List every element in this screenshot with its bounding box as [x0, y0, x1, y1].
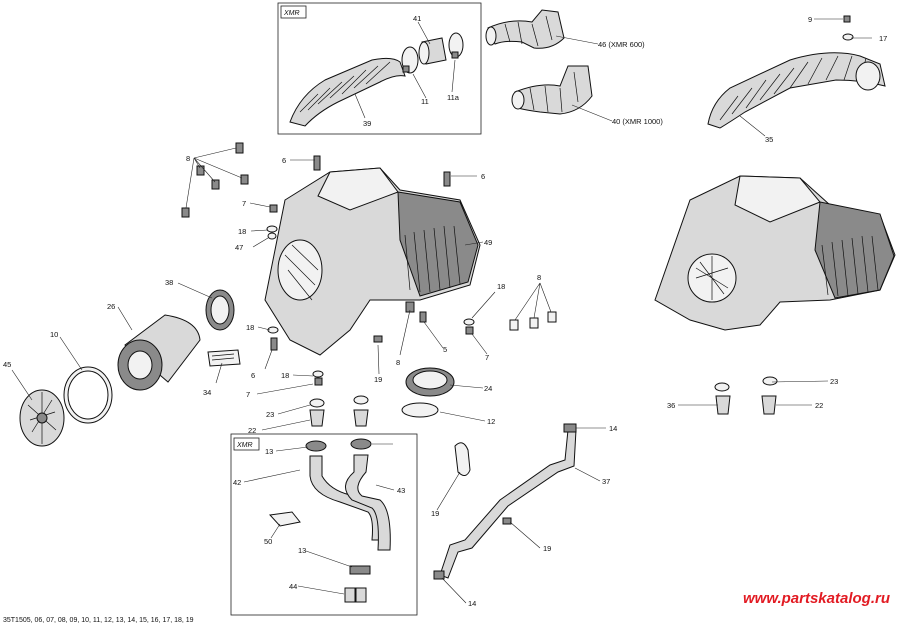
- xmr-tag-top: XMR: [283, 10, 300, 17]
- callout-40: 40 (XMR 1000): [612, 117, 663, 126]
- drain-hoses: [268, 438, 391, 551]
- cap-22-right: [715, 395, 777, 415]
- callout-42: 42: [233, 478, 241, 487]
- callout-18a: 18: [238, 227, 246, 236]
- callout-43: 43: [397, 486, 405, 495]
- bolt-9: [843, 15, 851, 23]
- callout-46: 46 (XMR 600): [598, 40, 645, 49]
- boot-24: [405, 367, 455, 397]
- drawing-reference: 35T1505, 06, 07, 08, 09, 10, 11, 12, 13,…: [3, 617, 194, 624]
- callout-47: 47: [235, 243, 243, 252]
- clamp-11: [401, 46, 419, 74]
- callout-34: 34: [203, 388, 211, 397]
- callout-9: 9: [808, 15, 812, 24]
- callout-36: 36: [667, 401, 675, 410]
- xmr-intake-box: [277, 2, 482, 135]
- filter-26: [117, 314, 201, 391]
- clamp-23-left: [309, 395, 369, 408]
- callout-35: 35: [765, 135, 773, 144]
- xmr-tag-bottom: XMR: [236, 442, 253, 449]
- callout-39: 39: [363, 119, 371, 128]
- callout-13a: 13: [265, 447, 273, 456]
- callout-49: 49: [484, 238, 492, 247]
- callout-45: 45: [3, 360, 11, 369]
- callout-37: 37: [602, 477, 610, 486]
- leader-lines: [11, 18, 872, 604]
- callout-10: 10: [50, 330, 58, 339]
- cap-22-left: [309, 409, 369, 427]
- callout-24: 24: [484, 384, 492, 393]
- clamp-12: [401, 402, 439, 418]
- callout-23b: 23: [830, 377, 838, 386]
- callout-19b: 19: [431, 509, 439, 518]
- xmr-tag-frame-top: [280, 5, 307, 19]
- callout-14a: 14: [609, 424, 617, 433]
- callout-14b: 14: [468, 599, 476, 608]
- callout-19c: 19: [543, 544, 551, 553]
- callout-18d: 18: [497, 282, 505, 291]
- callout-18c: 18: [281, 371, 289, 380]
- callout-11: 11: [421, 97, 429, 106]
- clamp-23-right: [714, 376, 778, 392]
- callout-labels: 41 46 (XMR 600) 39 11 11a 40 (XMR 1000) …: [3, 14, 887, 608]
- fasteners-center: [181, 142, 557, 386]
- xmr-tag-frame-bottom: [233, 437, 260, 451]
- callout-22b: 22: [815, 401, 823, 410]
- oring-10: [63, 366, 113, 424]
- washer-17: [842, 33, 854, 41]
- watermark: www.partskatalog.ru: [743, 590, 890, 607]
- airbox-right: [654, 175, 896, 331]
- intake-hose-35: [707, 52, 886, 129]
- hose-40: [511, 65, 593, 115]
- callout-8a: 8: [186, 154, 190, 163]
- callout-17: 17: [879, 34, 887, 43]
- callout-7c: 7: [485, 353, 489, 362]
- callout-44: 44: [289, 582, 297, 591]
- callout-6b: 6: [481, 172, 485, 181]
- callout-11a: 11a: [447, 93, 460, 102]
- drain-tube-37: [433, 423, 577, 580]
- cover-45: [19, 389, 65, 447]
- intake-hose-39: [289, 57, 406, 127]
- clamp-11a: [448, 32, 464, 59]
- callout-5: 5: [443, 345, 447, 354]
- label-34: [207, 349, 241, 367]
- callout-22a: 22: [248, 426, 256, 435]
- callout-19a: 19: [374, 375, 382, 384]
- clamps-13-44: [344, 565, 371, 603]
- callout-7b: 7: [246, 390, 250, 399]
- callout-18b: 18: [246, 323, 254, 332]
- callout-26: 26: [107, 302, 115, 311]
- callout-7a: 7: [242, 199, 246, 208]
- xmr-hoses-box: [230, 433, 418, 616]
- callout-13b: 13: [298, 546, 306, 555]
- hose-46: [485, 9, 565, 49]
- callout-6c: 6: [251, 371, 255, 380]
- sleeve-41: [418, 37, 447, 65]
- callout-50: 50: [264, 537, 272, 546]
- callout-23a: 23: [266, 410, 274, 419]
- ring-19: [454, 442, 471, 476]
- callout-38: 38: [165, 278, 173, 287]
- callout-8c: 8: [537, 273, 541, 282]
- callout-8b: 8: [396, 358, 400, 367]
- callout-12: 12: [487, 417, 495, 426]
- airbox-center: [264, 167, 481, 356]
- filter-seal-38: [205, 289, 235, 331]
- callout-6a: 6: [282, 156, 286, 165]
- callout-41: 41: [413, 14, 421, 23]
